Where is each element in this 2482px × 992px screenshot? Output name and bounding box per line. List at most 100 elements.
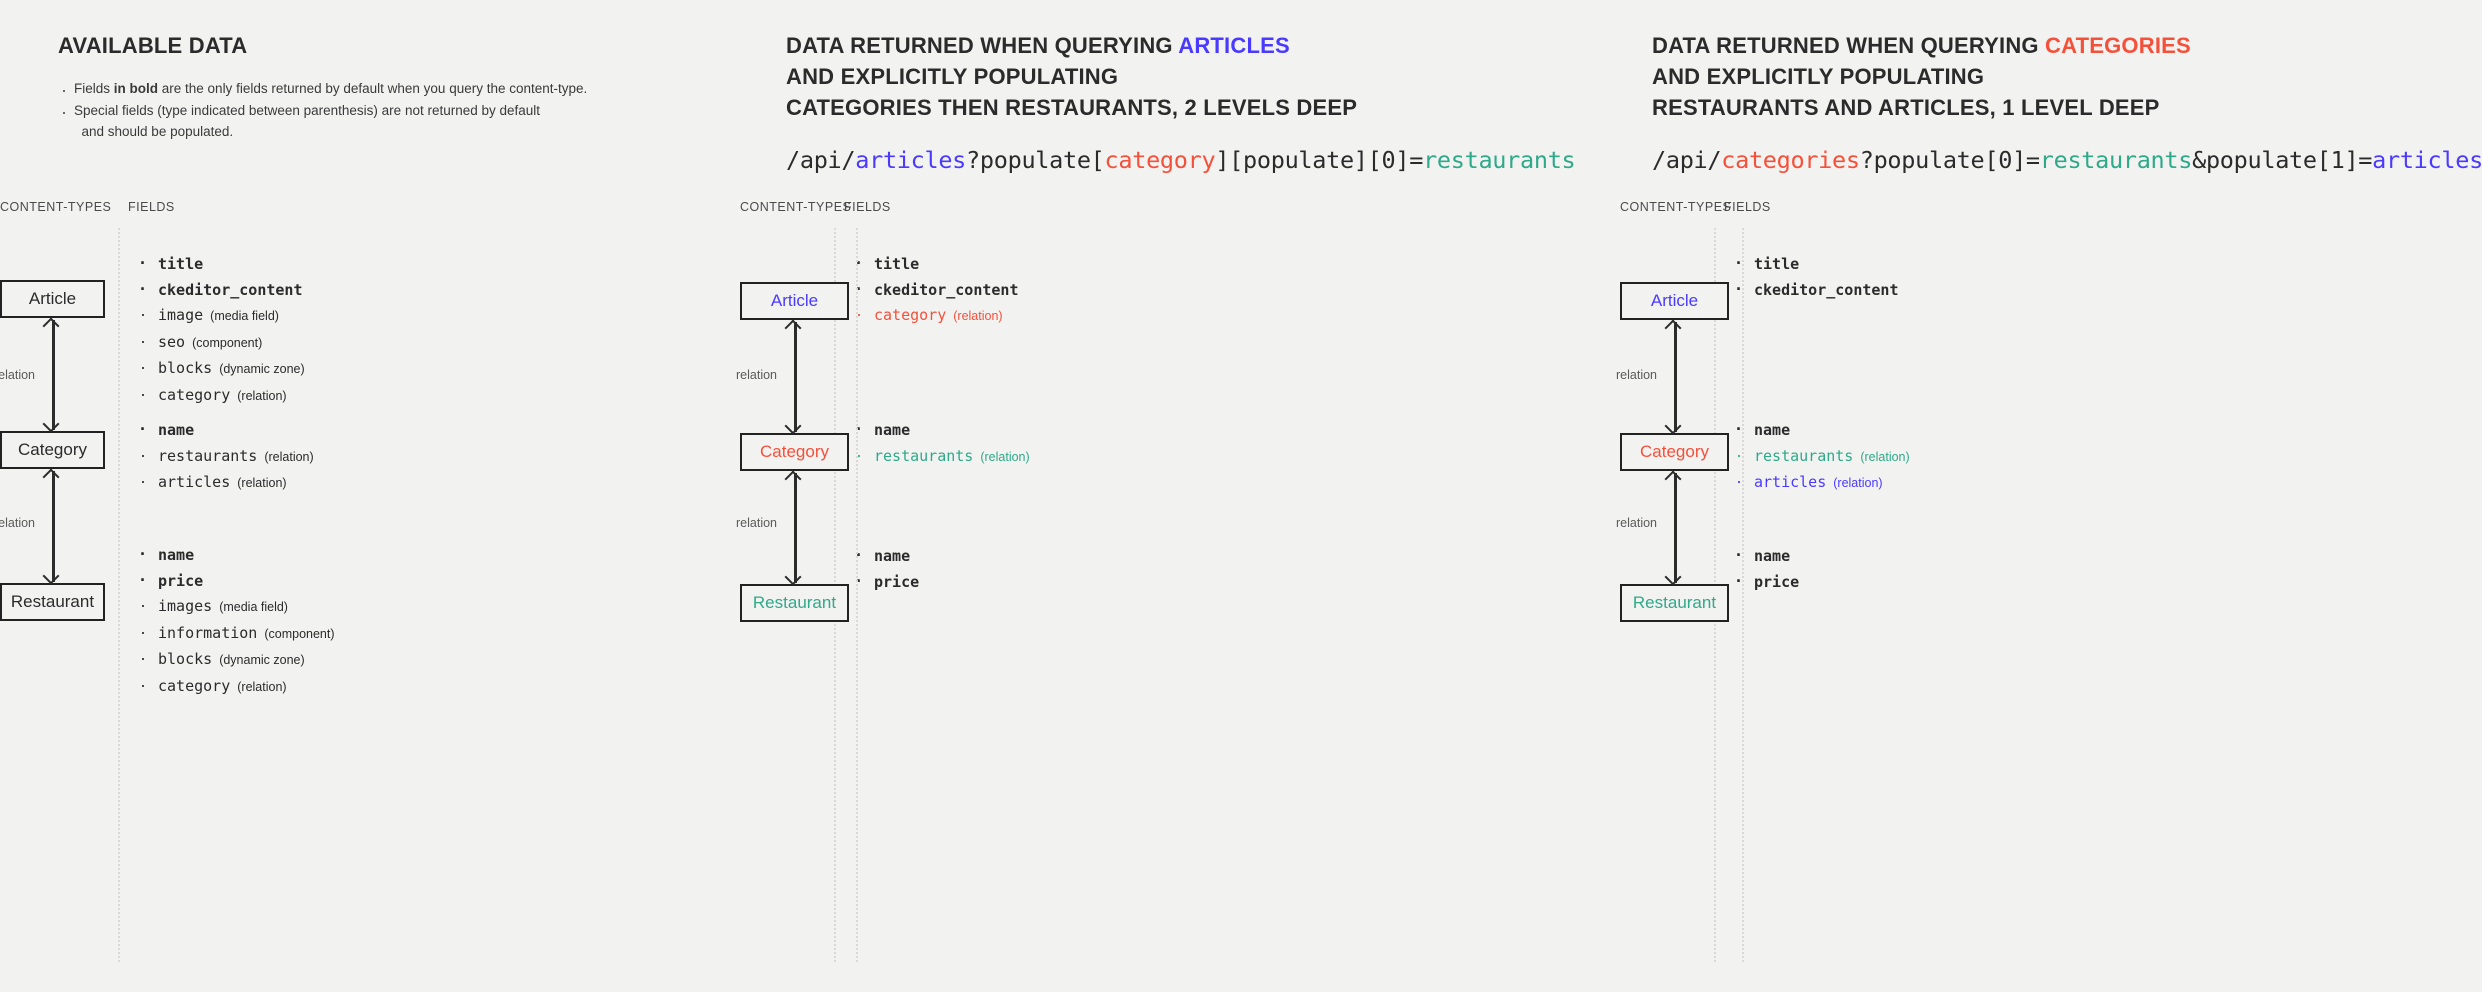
connector-shaft xyxy=(52,320,55,430)
field-type: (relation) xyxy=(264,449,314,464)
field-type: (dynamic zone) xyxy=(219,653,305,667)
field-name: name xyxy=(1754,421,1791,439)
connector-shaft xyxy=(52,471,55,582)
arrowhead-up-icon xyxy=(784,319,802,337)
arrowhead-up-icon xyxy=(1664,470,1682,488)
node-category[interactable]: Category xyxy=(0,431,105,469)
field-item: restaurants(relation) xyxy=(854,443,1030,471)
legend-note: Fields in bold are the only fields retur… xyxy=(58,77,740,105)
api-segment: categories xyxy=(1721,145,1860,174)
title-text: AND EXPLICITLY POPULATING xyxy=(1652,64,1985,90)
node-article[interactable]: Article xyxy=(0,280,105,318)
field-item: images(media field) xyxy=(138,593,335,621)
fields-category: name restaurants (relation) articles(relati… xyxy=(138,417,314,497)
field-item: blocks(dynamic zone) xyxy=(138,355,305,383)
arrowhead-down-icon xyxy=(784,417,802,435)
field-name: ckeditor_content xyxy=(1754,280,1899,299)
field-name: information xyxy=(158,623,258,642)
field-item: image(media field) xyxy=(138,302,305,330)
arrowhead-down-icon xyxy=(42,415,60,433)
connector-article-category xyxy=(1663,319,1687,435)
field-item: title xyxy=(138,251,305,278)
colhead-fields: FIELDS xyxy=(128,200,175,214)
panel-2-diagram: Article Category Restaurant relation rel… xyxy=(736,228,1620,992)
api-segment: /api/ xyxy=(1652,145,1722,174)
panel-1-column-headers: CONTENT-TYPES FIELDS xyxy=(0,200,740,220)
panel-3-title: DATA RETURNED WHEN QUERYING CATEGORIES AN… xyxy=(1652,30,2482,124)
connector-category-restaurant xyxy=(41,468,65,585)
api-segment: articles xyxy=(2372,145,2482,174)
relation-label: relation xyxy=(1616,516,1657,530)
field-name: restaurants xyxy=(158,446,258,465)
title-line: AND EXPLICITLY POPULATING xyxy=(786,61,1620,92)
field-type: (dynamic zone) xyxy=(219,362,305,376)
field-item: ckeditor_content xyxy=(138,277,305,304)
field-name: ckeditor_content xyxy=(874,280,1019,299)
api-url-articles[interactable]: /api/articles?populate[category][populat… xyxy=(786,146,1620,174)
field-item: name xyxy=(1734,543,1799,570)
field-name: articles xyxy=(1754,473,1827,491)
arrowhead-up-icon xyxy=(42,468,60,486)
title-line: RESTAURANTS AND ARTICLES, 1 LEVEL DEEP xyxy=(1652,92,2482,123)
title-highlight: ARTICLES xyxy=(1178,33,1290,58)
arrowhead-down-icon xyxy=(784,568,802,586)
field-type: (relation) xyxy=(1833,476,1883,490)
relation-label: relation xyxy=(0,516,35,530)
arrowhead-up-icon xyxy=(784,470,802,488)
arrowhead-up-icon xyxy=(42,317,60,335)
field-item: name xyxy=(138,417,314,444)
node-restaurant[interactable]: Restaurant xyxy=(1620,584,1729,622)
field-type: (component) xyxy=(192,335,263,350)
connector-category-restaurant xyxy=(783,470,807,586)
arrowhead-down-icon xyxy=(1664,568,1682,586)
colhead-content-types: CONTENT-TYPES xyxy=(1620,200,1732,214)
title-line: AND EXPLICITLY POPULATING xyxy=(1652,61,2482,92)
field-type: (relation) xyxy=(1860,449,1910,464)
panel-1-diagram: Article Category Restaurant relation rel… xyxy=(0,228,740,992)
title-text: DATA RETURNED WHEN QUERYING xyxy=(1652,33,2046,58)
field-name: image xyxy=(158,306,204,324)
field-name: category xyxy=(874,306,947,324)
node-category[interactable]: Category xyxy=(740,433,849,471)
api-segment: restaurants xyxy=(2039,145,2193,174)
title-line: CATEGORIES THEN RESTAURANTS, 2 LEVELS DE… xyxy=(786,92,1620,123)
panel-3-diagram: Article Category Restaurant relation rel… xyxy=(1616,228,2482,992)
node-restaurant[interactable]: Restaurant xyxy=(740,584,849,622)
field-name: category xyxy=(158,676,231,695)
node-article[interactable]: Article xyxy=(740,282,849,320)
connector-shaft xyxy=(1674,473,1677,583)
connector-article-category xyxy=(41,317,65,433)
arrowhead-up-icon xyxy=(1664,319,1682,337)
api-url-categories[interactable]: /api/categories?populate[0]=restaurants&… xyxy=(1652,146,2482,174)
field-item: title xyxy=(854,251,1019,278)
panel-divider xyxy=(856,228,858,962)
colhead-fields: FIELDS xyxy=(844,200,891,214)
field-item: category(relation) xyxy=(854,302,1019,330)
title-text: CATEGORIES THEN RESTAURANTS, 2 LEVELS DE… xyxy=(786,95,1358,121)
fields-category: namerestaurants(relation) xyxy=(854,417,1030,471)
fields-article: titleckeditor_content xyxy=(1734,251,1899,303)
panel-available-data: AVAILABLE DATA Fields in bold are the on… xyxy=(0,0,740,992)
field-name: restaurants xyxy=(1754,446,1854,465)
legend-note: Special fields (type indicated between p… xyxy=(58,99,740,143)
field-item: seo(component) xyxy=(138,329,305,357)
node-category[interactable]: Category xyxy=(1620,433,1729,471)
fields-restaurant: namepriceimages(media field)information(… xyxy=(138,542,335,700)
api-segment: category xyxy=(1104,145,1216,174)
field-item: price xyxy=(138,568,335,595)
panel-1-title: AVAILABLE DATA xyxy=(58,33,248,58)
field-item: ckeditor_content xyxy=(854,277,1019,304)
field-item: articles (relation) xyxy=(1734,469,1910,497)
node-restaurant[interactable]: Restaurant xyxy=(0,583,105,621)
api-segment: /api/ xyxy=(786,145,856,174)
field-name: title xyxy=(874,255,920,273)
relation-label: relation xyxy=(736,368,777,382)
field-item: articles(relation) xyxy=(138,469,314,497)
title-line: DATA RETURNED WHEN QUERYING CATEGORIES xyxy=(1652,30,2482,61)
connector-shaft xyxy=(794,473,797,583)
fields-restaurant: nameprice xyxy=(1734,543,1799,596)
node-article[interactable]: Article xyxy=(1620,282,1729,320)
field-item: information(component) xyxy=(138,620,335,648)
field-type: (relation) xyxy=(237,679,287,694)
field-item: price xyxy=(1734,569,1799,596)
